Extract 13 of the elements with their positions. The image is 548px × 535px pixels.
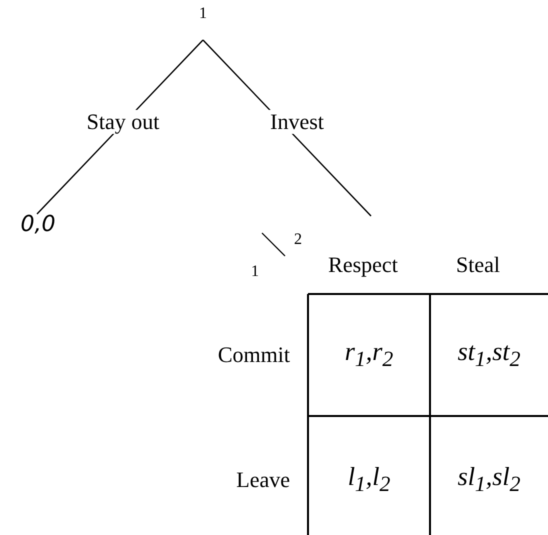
edge-label: Invest bbox=[268, 110, 326, 134]
row-header: Leave bbox=[236, 468, 290, 492]
payoff-text: l$_{1}$,l$_{2}$ bbox=[348, 463, 390, 497]
column-header: Respect bbox=[328, 252, 398, 278]
payoff-text: r$_{1}$,r$_{2}$ bbox=[344, 338, 394, 372]
payoff-text: st$_{1}$,st$_{2}$ bbox=[458, 338, 520, 372]
row-header: Commit bbox=[218, 342, 290, 368]
column-header: Steal bbox=[456, 252, 500, 278]
player-number: 1 bbox=[251, 263, 259, 281]
player-number: 2 bbox=[294, 231, 302, 249]
player-number: 1 bbox=[190, 6, 216, 40]
payoff-text: sl$_{1}$,sl$_{2}$ bbox=[458, 463, 520, 497]
payoff-text: 0,0 bbox=[8, 214, 68, 246]
